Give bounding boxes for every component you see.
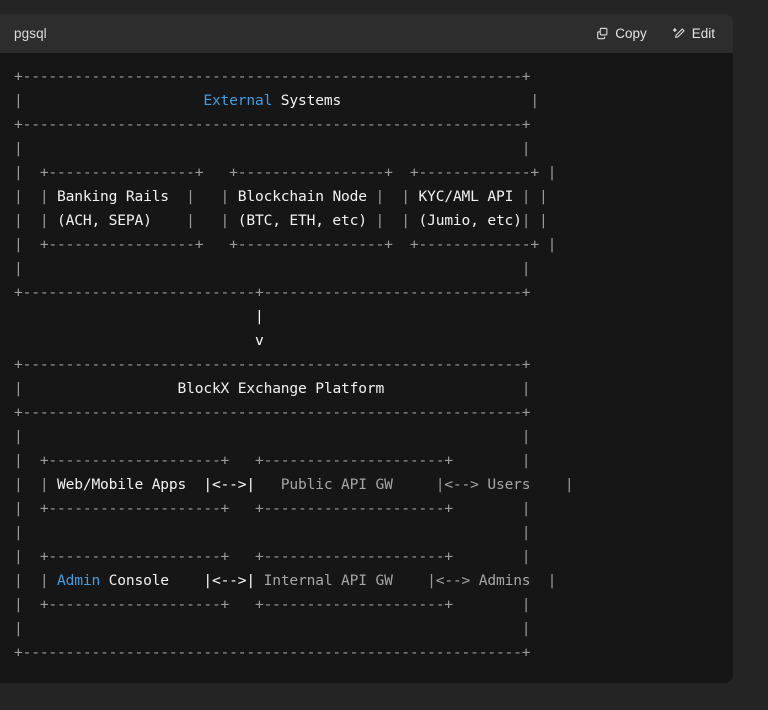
code-block-header: pgsql Copy [0,14,733,53]
ascii-line: | | [14,620,531,637]
ascii-line: | +--------------------+ +--------------… [14,596,531,613]
ascii-token: | | [14,572,58,589]
ascii-line: +---------------------------------------… [14,68,531,85]
ascii-token: <--> Admins [435,572,531,589]
edit-button-label: Edit [691,25,715,41]
ascii-token: | +--------------------+ +--------------… [14,596,531,613]
ascii-token: | [14,380,178,397]
ascii-token: | [435,476,445,493]
ascii-token: | | [14,260,531,277]
ascii-token [14,308,255,325]
ascii-line: | +--------------------+ +--------------… [14,500,531,517]
ascii-line: +---------------------------------------… [14,116,531,133]
ascii-token: | | [513,188,548,205]
ascii-token: | +-----------------+ +-----------------… [14,236,557,253]
ascii-token: | [530,572,557,589]
ascii-token: Admin [57,572,101,589]
ascii-token: (BTC, ETH, etc) [237,212,367,229]
ascii-line: +---------------------------+-----------… [14,284,531,301]
ascii-token: Blockchain Node [237,188,367,205]
ascii-line: | | [14,260,531,277]
pencil-edit-icon [672,27,686,40]
ascii-line: | | [14,428,531,445]
ascii-token: | | [521,212,548,229]
ascii-token: | | [14,140,531,157]
copy-icon [596,27,609,40]
ascii-line: | +--------------------+ +--------------… [14,452,531,469]
ascii-token: |<-->| [203,572,255,589]
ascii-token: | | [168,188,238,205]
ascii-token: |<-->| [203,476,255,493]
ascii-token: KYC/AML API [418,188,514,205]
ascii-token: +---------------------------+-----------… [14,284,531,301]
code-block-actions: Copy Edit [594,25,717,43]
ascii-token: | [427,572,436,589]
ascii-token: | [14,92,204,109]
ascii-token: Internal API GW [255,572,428,589]
ascii-token: Systems [272,92,342,109]
edit-button[interactable]: Edit [671,25,717,43]
ascii-token [14,332,255,349]
ascii-token: External [203,92,273,109]
ascii-token: | | [14,428,531,445]
ascii-token: | +--------------------+ +--------------… [14,548,531,565]
ascii-line: | +-----------------+ +-----------------… [14,164,556,181]
ascii-token: | | [14,188,58,205]
ascii-line: +---------------------------------------… [14,644,531,661]
ascii-token: Web/Mobile Apps [57,476,187,493]
copy-button[interactable]: Copy [594,25,649,43]
ascii-line: | | [14,140,531,157]
ascii-line: | | Admin Console |<-->| Internal API GW… [14,572,556,589]
ascii-token: v [254,332,264,349]
ascii-token: Banking Rails [57,188,169,205]
ascii-token: | | [14,212,58,229]
ascii-line: | | Banking Rails | | Blockchain Node | … [14,188,548,205]
ascii-token: | +--------------------+ +--------------… [14,500,531,517]
ascii-token: +---------------------------------------… [14,116,531,133]
ascii-line: | +--------------------+ +--------------… [14,548,531,565]
ascii-token: | | [14,524,531,541]
ascii-token: | | [366,212,419,229]
ascii-token: +---------------------------------------… [14,644,531,661]
ascii-line: v [14,332,264,349]
ascii-line: | +-----------------+ +-----------------… [14,236,556,253]
ascii-line: +---------------------------------------… [14,404,531,421]
ascii-token: | [341,92,540,109]
ascii-token: | [254,308,264,325]
ascii-token: (Jumio, etc) [418,212,522,229]
ascii-token: | +--------------------+ +--------------… [14,452,531,469]
ascii-token: | | [151,212,238,229]
code-block: pgsql Copy [0,14,733,683]
ascii-line: | | [14,524,531,541]
ascii-diagram[interactable]: +---------------------------------------… [0,65,733,665]
ascii-token: +---------------------------------------… [14,404,531,421]
ascii-line: | External Systems | [14,92,539,109]
ascii-token: | +-----------------+ +-----------------… [14,164,557,181]
ascii-token [186,476,203,493]
ascii-token: <--> Users [444,476,531,493]
code-block-body[interactable]: +---------------------------------------… [0,53,733,683]
ascii-token: (ACH, SEPA) [57,212,152,229]
ascii-token: Public API GW [254,476,436,493]
ascii-token: | | [366,188,419,205]
ascii-line: | BlockX Exchange Platform | [14,380,531,397]
ascii-token: +---------------------------------------… [14,68,531,85]
ascii-token: | [530,476,574,493]
ascii-token [169,572,203,589]
ascii-token: | | [14,620,531,637]
ascii-token: | | [14,476,58,493]
code-language-label: pgsql [14,26,47,41]
copy-button-label: Copy [615,25,647,41]
ascii-line: | | Web/Mobile Apps |<-->| Public API GW… [14,476,574,493]
ascii-line: | | (ACH, SEPA) | | (BTC, ETH, etc) | | … [14,212,548,229]
ascii-token: | [384,380,531,397]
ascii-line: | [14,308,264,325]
ascii-token: Console [100,572,169,589]
ascii-token: BlockX Exchange Platform [177,380,385,397]
ascii-line: +---------------------------------------… [14,356,531,373]
ascii-token: +---------------------------------------… [14,356,531,373]
